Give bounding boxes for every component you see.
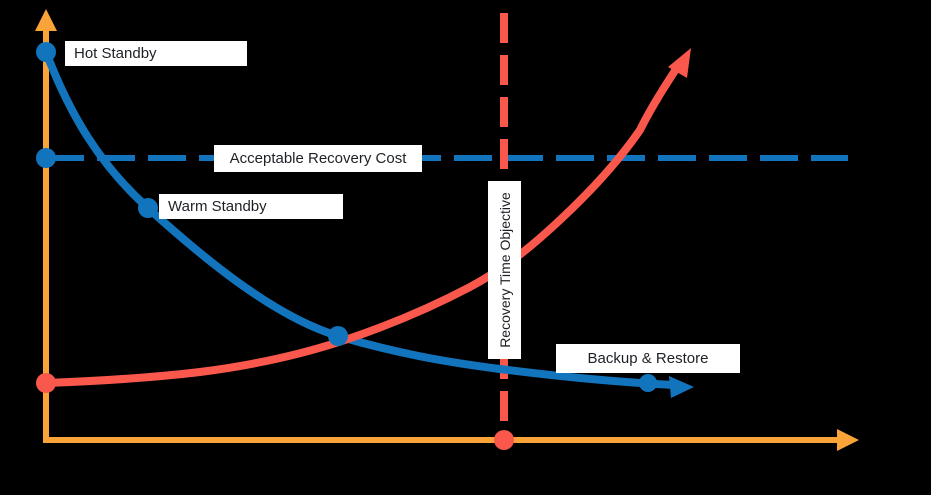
mid-curve-point (328, 326, 348, 346)
axes (35, 9, 859, 451)
hot-standby-label: Hot Standby (65, 41, 247, 66)
backup-restore-point (639, 374, 657, 392)
acceptable-cost-axis-point (36, 148, 56, 168)
downtime-cost-curve-arrow-icon (668, 48, 691, 78)
recovery-time-objective-text: Recovery Time Objective (496, 192, 513, 348)
hot-standby-point (36, 42, 56, 62)
backup-restore-label: Backup & Restore (556, 344, 740, 373)
dr-cost-curve-arrow-icon (669, 376, 694, 398)
y-axis-arrow-icon (35, 9, 57, 31)
recovery-time-objective-label: Recovery Time Objective (488, 181, 521, 359)
warm-standby-point (138, 198, 158, 218)
rto-axis-point (494, 430, 514, 450)
warm-standby-label: Warm Standby (159, 194, 343, 219)
x-axis-arrow-icon (837, 429, 859, 451)
downtime-curve-start-point (36, 373, 56, 393)
downtime-cost-curve (42, 48, 691, 387)
downtime-cost-curve-path (42, 62, 682, 387)
acceptable-recovery-cost-label: Acceptable Recovery Cost (214, 145, 422, 172)
curve-markers (36, 42, 657, 450)
